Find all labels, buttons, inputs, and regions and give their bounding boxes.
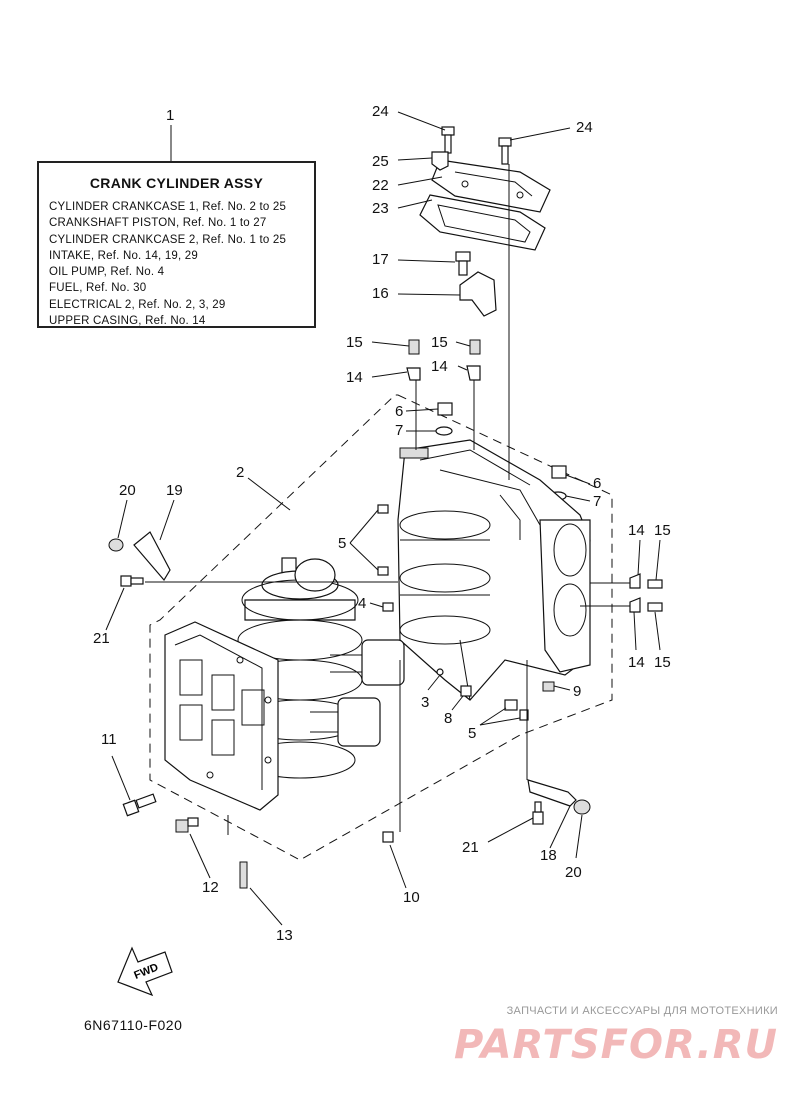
assembly-reference-box: CRANK CYLINDER ASSY CYLINDER CRANKCASE 1… (37, 161, 316, 328)
assembly-row: ELECTRICAL 2, Ref. No. 2, 3, 29 (49, 298, 226, 311)
callout-10: 10 (403, 889, 420, 906)
callout-4: 4 (358, 595, 366, 612)
watermark-logo: PARTSFOR.RU (453, 1022, 778, 1068)
plug-8 (460, 685, 472, 697)
callout-17: 17 (372, 251, 389, 268)
callout-7-a: 7 (395, 422, 403, 439)
callout-14-c: 14 (628, 522, 645, 539)
callout-14-b: 14 (431, 358, 448, 375)
clip-14-right-lower (629, 597, 641, 613)
callout-14-a: 14 (346, 369, 363, 386)
callout-12: 12 (202, 879, 219, 896)
watermark-caption: ЗАПЧАСТИ И АКСЕССУАРЫ ДЛЯ МОТОТЕХНИКИ (506, 1005, 778, 1017)
fitting-25 (431, 151, 449, 171)
assembly-row: CYLINDER CRANKCASE 2, Ref. No. 1 to 25 (49, 233, 287, 246)
assembly-dashed-outline (149, 394, 613, 861)
callout-23: 23 (372, 200, 389, 217)
bolt-24-right (498, 137, 512, 165)
bolt-15-top-left (408, 339, 420, 355)
callout-1: 1 (166, 107, 174, 124)
bolt-24-left (441, 126, 455, 154)
callout-13: 13 (276, 927, 293, 944)
bolt-15-top-right (469, 339, 481, 355)
bolt-17 (455, 251, 471, 276)
callout-24-left: 24 (372, 103, 389, 120)
bolt-21-left (120, 575, 144, 587)
diagram-code: 6N67110-F020 (84, 1017, 183, 1033)
callout-3: 3 (421, 694, 429, 711)
callout-24-right: 24 (576, 119, 593, 136)
bolt-15-right-upper (647, 579, 663, 589)
plug-9 (542, 681, 555, 692)
clip-14-right-upper (629, 573, 641, 589)
assembly-row: UPPER CASING, Ref. No. 14 (49, 315, 206, 328)
callout-5-upper: 5 (338, 535, 346, 552)
assembly-row: CRANKSHAFT PISTON, Ref. No. 1 to 27 (49, 217, 267, 230)
bracket-16 (459, 271, 497, 317)
piston-upper (330, 639, 405, 686)
callout-labels: 1 24 24 25 22 23 17 16 15 15 14 14 6 7 6… (93, 103, 671, 944)
plug-6-top (437, 402, 453, 416)
callout-6-a: 6 (395, 403, 403, 420)
callout-15-a: 15 (346, 334, 363, 351)
washer-7-top (435, 426, 453, 436)
clip-14-top-right (466, 365, 481, 381)
callout-8: 8 (444, 710, 452, 727)
bolt-11 (122, 793, 157, 817)
assembly-row: INTAKE, Ref. No. 14, 19, 29 (49, 249, 199, 262)
nut-20-right (573, 799, 591, 815)
dowel-10 (382, 831, 394, 843)
bracket-19 (133, 531, 171, 582)
fitting-5-upper (377, 504, 389, 576)
assembly-row: OIL PUMP, Ref. No. 4 (49, 266, 165, 279)
leader-lines (105, 111, 661, 926)
callout-21-left: 21 (93, 630, 110, 647)
fitting-5-lower (504, 699, 529, 721)
nut-20-left (108, 538, 124, 552)
callout-15-b: 15 (431, 334, 448, 351)
fwd-arrow-icon: FWD (117, 946, 173, 997)
callout-15-d: 15 (654, 654, 671, 671)
plug-6-right (551, 465, 567, 479)
bolt-15-right-lower (647, 602, 663, 612)
cover-gasket-23 (419, 194, 546, 251)
piston-lower (310, 697, 381, 747)
crankshaft (237, 557, 363, 779)
crankcase-half (164, 621, 279, 811)
callout-15-c: 15 (654, 522, 671, 539)
callout-19: 19 (166, 482, 183, 499)
callout-16: 16 (372, 285, 389, 302)
clip-14-top-left (406, 367, 421, 381)
plug-3 (436, 668, 444, 676)
cover-22 (431, 159, 551, 213)
cylinder-crankcase-block (397, 439, 591, 701)
callout-18: 18 (540, 847, 557, 864)
stud-13 (239, 861, 248, 889)
callout-5-lower: 5 (468, 725, 476, 742)
callout-6-b: 6 (593, 475, 601, 492)
callout-21-right: 21 (462, 839, 479, 856)
callout-20-left: 20 (119, 482, 136, 499)
callout-11: 11 (101, 731, 117, 748)
assembly-row: CYLINDER CRANKCASE 1, Ref. No. 2 to 25 (49, 201, 287, 213)
assembly-title: CRANK CYLINDER ASSY (89, 175, 264, 191)
callout-25: 25 (372, 153, 389, 170)
nipple-4 (382, 602, 394, 612)
bracket-18 (527, 779, 577, 807)
bolt-21-right (532, 801, 544, 825)
bolt-12 (175, 817, 199, 833)
callout-22: 22 (372, 177, 389, 194)
callout-20-right: 20 (565, 864, 582, 881)
callout-14-d: 14 (628, 654, 645, 671)
callout-7-b: 7 (593, 493, 601, 510)
callout-9: 9 (573, 683, 581, 700)
assembly-row: FUEL, Ref. No. 30 (49, 282, 147, 295)
callout-2: 2 (236, 464, 244, 481)
